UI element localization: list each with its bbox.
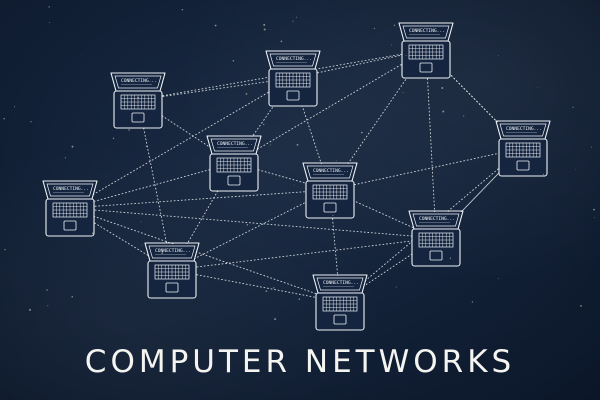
diagram-title: COMPUTER NETWORKS xyxy=(0,344,600,380)
screen-label: CONNECTING... xyxy=(53,186,89,192)
laptop-node: CONNECTING... xyxy=(496,121,550,176)
screen-label: CONNECTING... xyxy=(419,216,455,222)
screen-label: CONNECTING... xyxy=(217,141,253,147)
screen-label: CONNECTING... xyxy=(155,248,191,254)
laptop-node: CONNECTING... xyxy=(399,23,453,78)
node-layer: CONNECTING... CONNECTING... CONNECTING... C… xyxy=(43,23,550,330)
screen-label: CONNECTING... xyxy=(323,280,359,286)
laptop-node: CONNECTING... xyxy=(43,181,97,236)
network-link xyxy=(330,148,523,190)
laptop-node: CONNECTING... xyxy=(409,211,463,266)
network-link xyxy=(70,190,330,208)
laptop-node: CONNECTING... xyxy=(303,163,357,218)
laptop-node: CONNECTING... xyxy=(313,275,367,330)
laptop-node: CONNECTING... xyxy=(111,73,165,128)
laptop-node: CONNECTING... xyxy=(145,243,199,298)
network-link xyxy=(172,238,436,270)
network-link xyxy=(70,208,436,238)
screen-label: CONNECTING... xyxy=(313,168,349,174)
screen-label: CONNECTING... xyxy=(276,56,312,62)
network-link xyxy=(70,208,340,302)
screen-label: CONNECTING... xyxy=(506,126,542,132)
screen-label: CONNECTING... xyxy=(121,78,157,84)
laptop-node: CONNECTING... xyxy=(207,136,261,191)
screen-label: CONNECTING... xyxy=(409,28,445,34)
laptop-node: CONNECTING... xyxy=(266,51,320,106)
